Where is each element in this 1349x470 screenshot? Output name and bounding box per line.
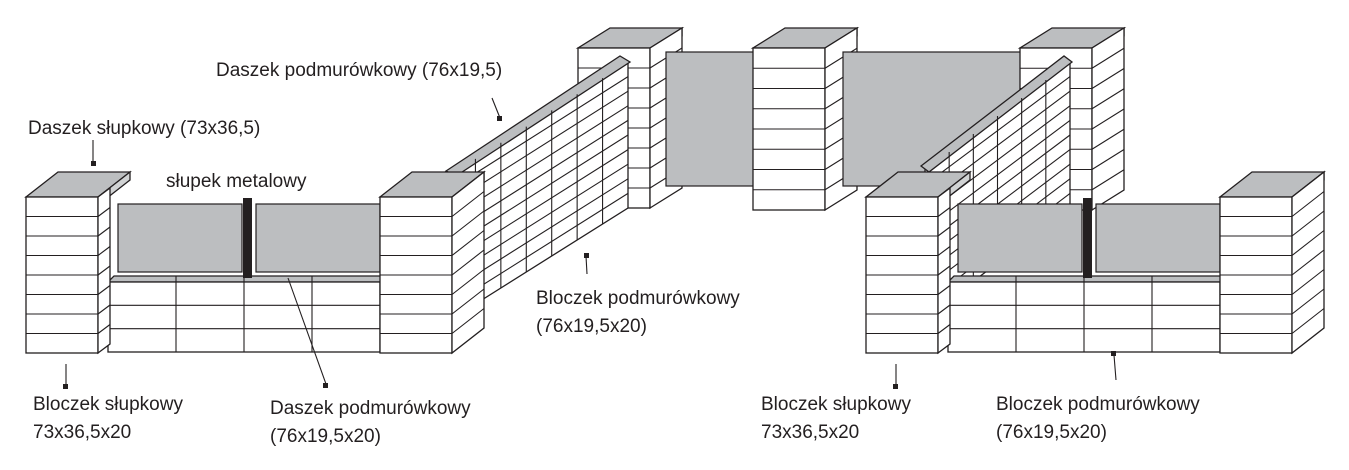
left-front-pillar — [24, 170, 132, 355]
right-panel-1 — [957, 203, 1083, 273]
back-pillar-center — [750, 26, 860, 212]
left-base-wall — [106, 275, 388, 353]
right-metal-post — [1083, 198, 1092, 278]
label-bloczek-slupkowy-left-1: Bloczek słupkowy — [33, 394, 183, 415]
label-bloczek-podmurowkowy-right-2: (76x19,5x20) — [996, 422, 1107, 443]
label-bloczek-podmurowkowy-mid-1: Bloczek podmurówkowy — [536, 288, 740, 309]
label-daszek-podmurowkowy-bottom-1: Daszek podmurówkowy — [270, 398, 471, 419]
left-middle-pillar — [378, 170, 486, 355]
left-diagonal-wall — [444, 55, 632, 322]
leader-lines — [63, 97, 1117, 389]
label-bloczek-podmurowkowy-right-1: Bloczek podmurówkowy — [996, 394, 1200, 415]
label-daszek-podmurowkowy-bottom-2: (76x19,5x20) — [270, 426, 381, 447]
label-bloczek-slupkowy-right-2: 73x36,5x20 — [761, 422, 859, 443]
left-metal-post — [243, 198, 252, 278]
right-panel-2 — [1095, 203, 1221, 273]
label-daszek-podmurowkowy-top: Daszek podmurówkowy (76x19,5) — [216, 60, 502, 81]
label-slupek-metalowy: słupek metalowy — [166, 171, 307, 192]
label-bloczek-slupkowy-right-1: Bloczek słupkowy — [761, 394, 911, 415]
right-front-pillar-left — [864, 170, 972, 355]
left-panel-1 — [117, 203, 243, 273]
label-bloczek-podmurowkowy-mid-2: (76x19,5x20) — [536, 316, 647, 337]
label-daszek-slupkowy: Daszek słupkowy (73x36,5) — [28, 118, 260, 139]
left-panel-2 — [255, 203, 381, 273]
back-gate-panel-left — [665, 51, 757, 187]
label-bloczek-slupkowy-left-2: 73x36,5x20 — [33, 422, 131, 443]
right-base-wall — [946, 275, 1228, 353]
right-front-pillar-right — [1218, 170, 1326, 355]
